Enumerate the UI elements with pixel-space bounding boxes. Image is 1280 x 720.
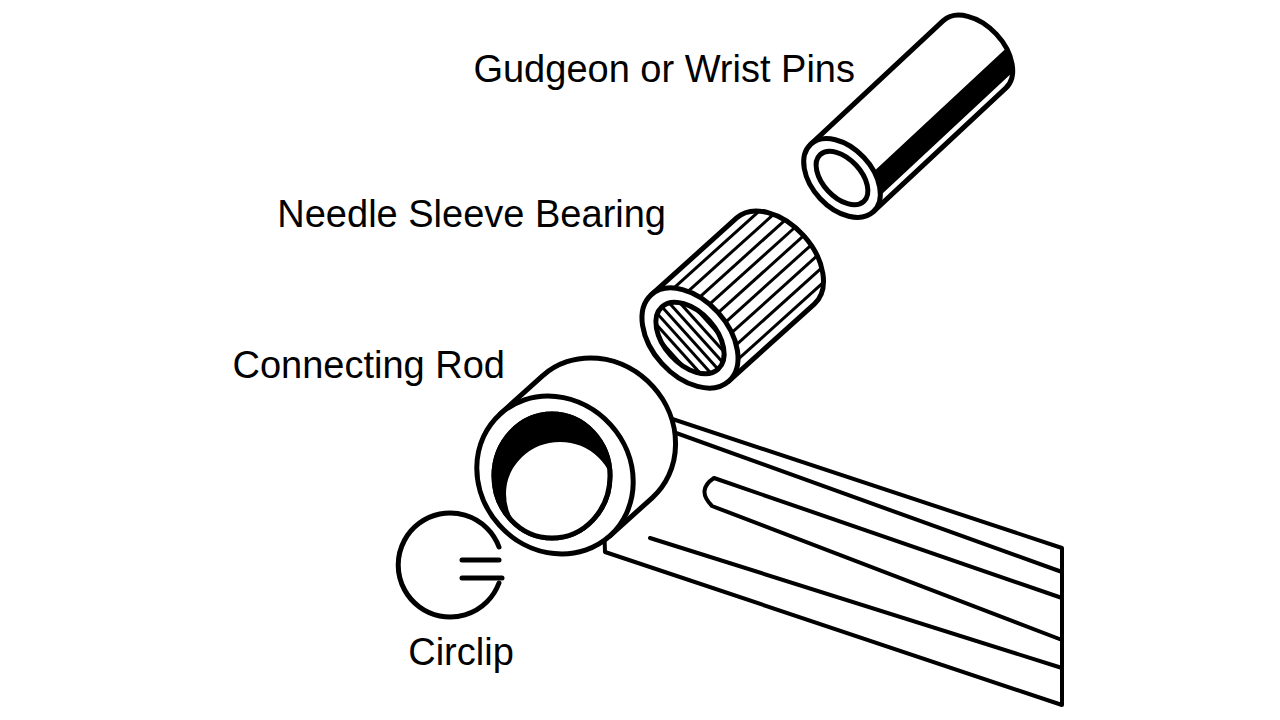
part-label: Needle Sleeve Bearing (277, 193, 666, 237)
connecting-rod-part (650, 538, 1062, 668)
circlip (398, 513, 502, 617)
needle-bearing-part-part (700, 220, 785, 297)
needle-bearing-part-part (678, 288, 738, 355)
rod-eye-part-part (444, 364, 665, 586)
gudgeon-pin-part (867, 49, 1021, 194)
needle-bearing-part-part (674, 211, 759, 288)
needle-bearing-part (642, 288, 738, 387)
rod-eye-part (494, 414, 610, 538)
needle-bearing-part-part (672, 294, 732, 361)
part-label: Connecting Rod (232, 344, 505, 388)
circlip-part (462, 576, 502, 581)
part-label: Gudgeon or Wrist Pins (473, 48, 855, 92)
circlip-part (462, 558, 499, 563)
gudgeon-pin-part (806, 142, 877, 215)
gudgeon-pin (789, 0, 1028, 232)
needle-bearing-part-part (738, 282, 823, 359)
needle-bearing-part-part (688, 214, 773, 291)
connecting-rod-part (704, 478, 1062, 640)
part-label: Circlip (408, 631, 514, 675)
needle-bearing-part-part (718, 236, 803, 313)
gudgeon-pin-part (789, 124, 896, 232)
rod-eye-part (504, 440, 616, 548)
circlip-part (398, 513, 499, 617)
rod-eye-part-part (504, 440, 616, 548)
needle-bearing-part-part (726, 245, 811, 322)
needle-bearing-part (643, 289, 738, 386)
needle-bearing-part-part (736, 268, 821, 345)
needle-bearing-part-part (710, 227, 795, 304)
needle-bearing-part-part (732, 256, 817, 333)
